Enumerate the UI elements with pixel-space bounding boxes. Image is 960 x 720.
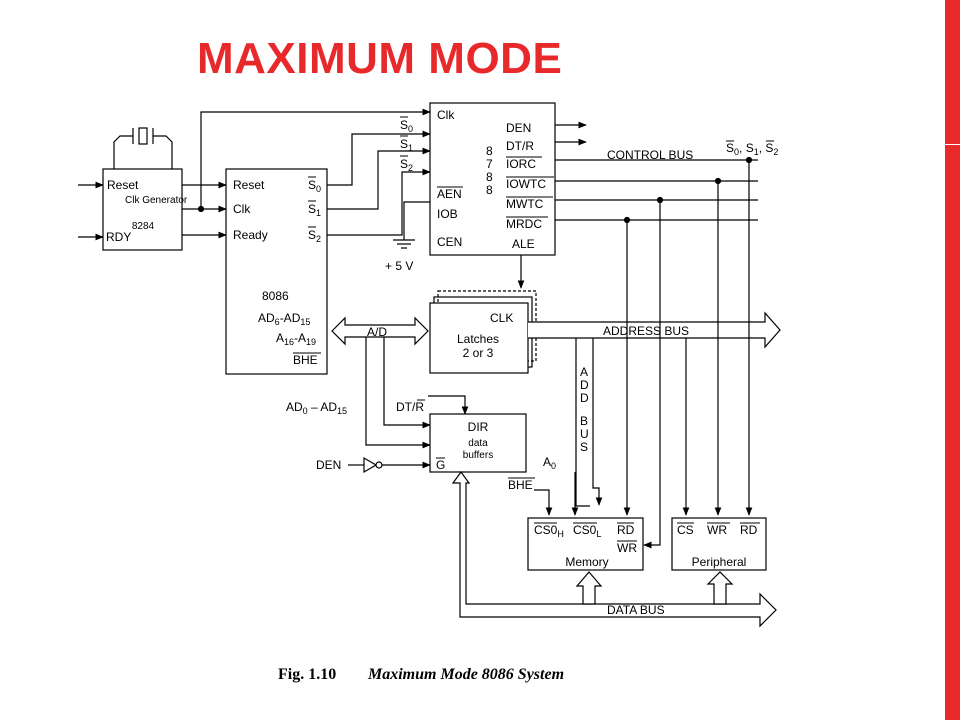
latches-count-label: 2 or 3 xyxy=(463,346,494,360)
dtr-label: DT/R xyxy=(396,400,424,414)
crystal xyxy=(113,127,173,169)
bc-dtr-label: DT/R xyxy=(506,139,534,153)
ad-label: A/D xyxy=(367,325,387,339)
data-bus-label: DATA BUS xyxy=(607,603,665,617)
accent-tick xyxy=(945,144,960,145)
cpu-part-label: 8086 xyxy=(262,289,289,303)
ad-bus-label: AD0 – AD15 xyxy=(286,400,347,416)
peripheral-name-label: Peripheral xyxy=(692,555,747,569)
bc-digit-0: 8 xyxy=(486,144,493,158)
buffers-gate-label: G xyxy=(436,458,445,472)
cpu-clk-label: Clk xyxy=(233,202,251,216)
add-bus-letter-0: A xyxy=(580,365,588,379)
bc-s0-input-label: S0 xyxy=(400,118,413,134)
peripheral-cs-label: CS xyxy=(677,523,694,537)
a0-label: A0 xyxy=(543,455,556,471)
buffers-name-label: data xyxy=(468,438,488,449)
address-bus-label: ADDRESS BUS xyxy=(603,324,689,338)
bc-digit-2: 8 xyxy=(486,170,493,184)
bc-den-label: DEN xyxy=(506,121,531,135)
dir-label: DIR xyxy=(468,420,489,434)
add-bus-letter-6: S xyxy=(580,440,588,454)
cpu-bhe-label: BHE xyxy=(293,353,318,367)
cpu-reset-label: Reset xyxy=(233,178,265,192)
add-bus-letter-2: D xyxy=(580,391,589,405)
cpu-s2-label: S2 xyxy=(308,228,321,244)
figure-number: Fig. 1.10 xyxy=(278,666,336,683)
buffers-name2-label: buffers xyxy=(463,450,493,461)
cpu-box xyxy=(225,168,328,375)
bc-s1-input-label: S1 xyxy=(400,137,413,153)
bc-cen-label: CEN xyxy=(437,235,462,249)
latches-box xyxy=(429,302,529,374)
supply-label: + 5 V xyxy=(385,259,413,273)
bc-iorc-label: IORC xyxy=(506,157,536,171)
memory-rd-label: RD xyxy=(617,523,635,537)
data-bus-arrow xyxy=(451,470,777,628)
memory-name-label: Memory xyxy=(565,555,608,569)
bhe-label: BHE xyxy=(508,478,533,492)
cpu-s1-label: S1 xyxy=(308,202,321,218)
slide-title: MAXIMUM MODE xyxy=(197,34,563,83)
peripheral-box xyxy=(671,517,767,571)
add-bus-letter-5: U xyxy=(580,427,589,441)
bc-ale-label: ALE xyxy=(512,237,535,251)
bc-aen-label: AEN xyxy=(437,187,462,201)
bc-clk-label: Clk xyxy=(437,108,455,122)
bc-digit-1: 7 xyxy=(486,157,493,171)
memory-cs0h-label: CS0H xyxy=(534,523,564,539)
clkgen-rdy-label: RDY xyxy=(106,230,131,244)
add-bus-letter-4: B xyxy=(580,414,588,428)
ad-bus-arrow xyxy=(331,316,429,346)
latches-name-label: Latches xyxy=(457,332,499,346)
peripheral-wr-label: WR xyxy=(707,523,727,537)
memory-box xyxy=(527,517,644,571)
cpu-s0-label: S0 xyxy=(308,178,321,194)
clkgen-reset-label: Reset xyxy=(107,178,139,192)
den-label: DEN xyxy=(316,458,341,472)
cpu-a-label: A16-A19 xyxy=(276,331,316,347)
control-bus-status-label: S0, S1, S2 xyxy=(726,141,778,157)
memory-cs0l-label: CS0L xyxy=(573,523,601,539)
add-bus-letter-1: D xyxy=(580,378,589,392)
block-diagram: Reset Clk Generator 8284 RDY Reset Clk R… xyxy=(78,102,781,683)
accent-bar xyxy=(945,0,960,720)
figure-title: Maximum Mode 8086 System xyxy=(367,666,564,683)
bc-mwtc-label: MWTC xyxy=(506,197,544,211)
cpu-ad-label: AD6-AD15 xyxy=(258,311,310,327)
clkgen-name-label: Clk Generator xyxy=(125,195,188,206)
bc-iowtc-label: IOWTC xyxy=(506,177,546,191)
peripheral-rd-label: RD xyxy=(740,523,758,537)
clkgen-part-label: 8284 xyxy=(132,221,155,232)
bc-iob-label: IOB xyxy=(437,207,458,221)
control-bus-label: CONTROL BUS xyxy=(607,148,693,162)
address-bus-arrow xyxy=(528,311,781,349)
bc-mrdc-label: MRDC xyxy=(506,217,542,231)
latches-clk-label: CLK xyxy=(490,311,513,325)
bc-s2-input-label: S2 xyxy=(400,157,413,173)
cpu-ready-label: Ready xyxy=(233,228,268,242)
clk-to-8288-line xyxy=(200,108,431,209)
memory-wr-label: WR xyxy=(617,541,637,555)
data-buffers-box xyxy=(429,413,527,473)
bc-digit-3: 8 xyxy=(486,183,493,197)
bus-controller-box xyxy=(429,102,556,256)
